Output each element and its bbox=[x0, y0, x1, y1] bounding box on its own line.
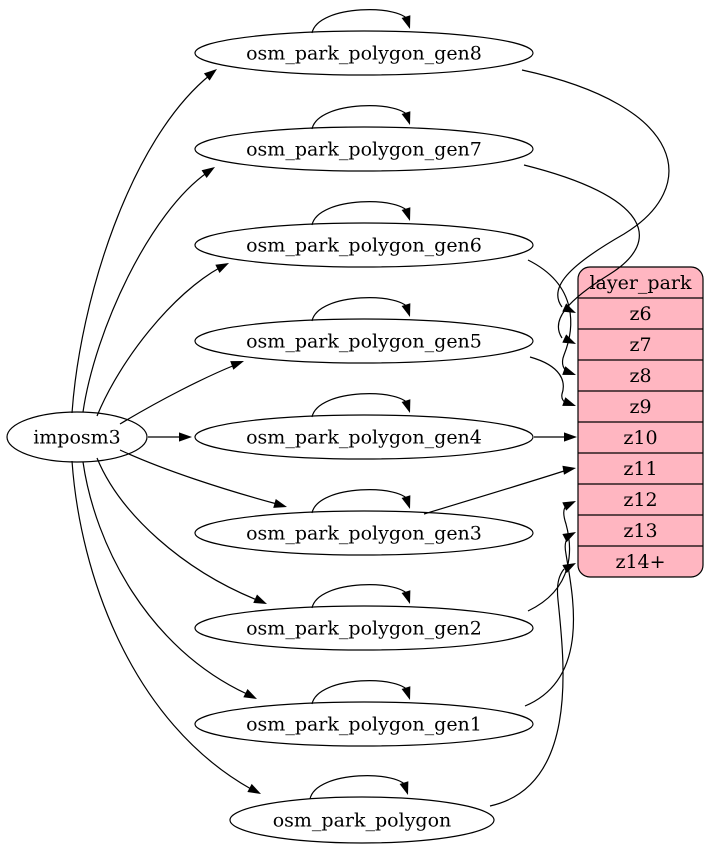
edge-imposm3-gen7 bbox=[82, 171, 209, 413]
layer-row-z7: z7 bbox=[629, 334, 651, 356]
node-gen6-ellipse bbox=[194, 222, 534, 268]
self-loop-gen4 bbox=[311, 393, 410, 418]
arrowhead-self-loop-gen8 bbox=[401, 15, 411, 29]
edge-imposm3-gen8 bbox=[71, 74, 211, 414]
arrowhead-self-loop-gen6 bbox=[401, 207, 411, 221]
edge-gen1-z13 bbox=[524, 537, 575, 707]
edge-imposm3-gen1 bbox=[82, 461, 248, 695]
node-gen1-ellipse bbox=[194, 701, 534, 747]
arrowhead-imposm3-base bbox=[247, 783, 261, 794]
arrowhead-imposm3-gen1 bbox=[243, 688, 257, 699]
arrowhead-gen5-z9 bbox=[562, 397, 576, 406]
arrowhead-imposm3-gen2 bbox=[253, 594, 267, 604]
arrowhead-self-loop-gen4 bbox=[401, 399, 411, 413]
arrowhead-self-loop-gen2 bbox=[401, 590, 411, 604]
arrowhead-imposm3-gen6 bbox=[215, 263, 229, 274]
edge-gen7-z7 bbox=[523, 164, 640, 339]
arrowhead-self-loop-gen3 bbox=[401, 495, 411, 509]
layer-row-z6: z6 bbox=[629, 303, 651, 325]
layer-row-z12: z12 bbox=[623, 489, 657, 511]
layer-row-z11: z11 bbox=[623, 458, 657, 480]
layer-table-title: layer_park bbox=[589, 272, 692, 294]
self-loop-gen8 bbox=[311, 9, 410, 34]
arrowhead-self-loop-gen5 bbox=[401, 303, 411, 317]
arrowhead-gen6-z8 bbox=[562, 366, 576, 375]
edge-gen8-z6 bbox=[521, 69, 670, 308]
self-loop-gen6 bbox=[311, 201, 410, 226]
layer-row-z10: z10 bbox=[623, 427, 657, 449]
arrowhead-imposm3-gen7 bbox=[201, 167, 215, 178]
node-gen6-label: osm_park_polygon_gen6 bbox=[246, 235, 482, 257]
arrowhead-gen4-z10 bbox=[564, 432, 577, 442]
edge-imposm3-gen5 bbox=[119, 364, 236, 425]
edge-gen2-z12 bbox=[527, 505, 571, 612]
arrowhead-imposm3-gen3 bbox=[273, 498, 287, 508]
node-gen8-ellipse bbox=[194, 30, 534, 76]
node-imposm3-ellipse bbox=[6, 411, 148, 463]
edge-gen6-z8 bbox=[527, 259, 572, 373]
node-imposm3-label: imposm3 bbox=[33, 427, 121, 449]
node-gen7-ellipse bbox=[194, 126, 534, 172]
edge-imposm3-gen3 bbox=[119, 449, 278, 505]
edge-base-z14+ bbox=[489, 568, 565, 807]
self-loop-gen2 bbox=[311, 584, 410, 609]
arrowhead-base-z14+ bbox=[562, 563, 576, 574]
self-loop-gen7 bbox=[311, 105, 410, 130]
edge-gen3-z11 bbox=[423, 470, 565, 515]
self-loop-gen1 bbox=[311, 680, 410, 705]
node-gen4-label: osm_park_polygon_gen4 bbox=[246, 427, 482, 449]
layer-row-z14+: z14+ bbox=[615, 551, 665, 573]
node-gen1-label: osm_park_polygon_gen1 bbox=[246, 714, 482, 736]
node-gen2-label: osm_park_polygon_gen2 bbox=[246, 618, 482, 640]
node-gen3-ellipse bbox=[194, 510, 534, 556]
edge-imposm3-gen6 bbox=[96, 266, 222, 417]
self-loop-gen3 bbox=[311, 489, 410, 514]
node-base-label: osm_park_polygon bbox=[273, 810, 452, 832]
layer-row-z8: z8 bbox=[629, 365, 651, 387]
node-gen7-label: osm_park_polygon_gen7 bbox=[246, 139, 482, 161]
node-gen4-ellipse bbox=[194, 414, 534, 460]
node-gen5-label: osm_park_polygon_gen5 bbox=[246, 331, 482, 353]
arrowhead-imposm3-gen5 bbox=[230, 361, 244, 370]
arrowhead-imposm3-gen4 bbox=[179, 432, 192, 442]
arrowhead-imposm3-gen8 bbox=[203, 69, 217, 81]
arrowhead-self-loop-gen7 bbox=[401, 111, 411, 125]
self-loop-base bbox=[309, 775, 408, 800]
layer-row-z9: z9 bbox=[629, 396, 651, 418]
arrowhead-self-loop-base bbox=[399, 781, 409, 795]
node-gen3-label: osm_park_polygon_gen3 bbox=[246, 523, 482, 545]
edge-gen5-z9 bbox=[529, 356, 567, 404]
node-gen5-ellipse bbox=[194, 318, 534, 364]
edge-imposm3-gen2 bbox=[96, 457, 258, 601]
layer-row-z13: z13 bbox=[623, 520, 657, 542]
node-gen2-ellipse bbox=[194, 605, 534, 651]
arrowhead-gen7-z7 bbox=[562, 334, 576, 344]
arrowhead-gen1-z13 bbox=[562, 532, 576, 543]
self-loop-gen5 bbox=[311, 297, 410, 322]
node-gen8-label: osm_park_polygon_gen8 bbox=[246, 43, 482, 65]
arrowhead-gen2-z12 bbox=[562, 501, 576, 511]
arrowhead-self-loop-gen1 bbox=[401, 686, 411, 700]
node-base-ellipse bbox=[229, 796, 495, 844]
edge-imposm3-base bbox=[71, 460, 252, 790]
arrowhead-gen3-z11 bbox=[562, 465, 576, 475]
